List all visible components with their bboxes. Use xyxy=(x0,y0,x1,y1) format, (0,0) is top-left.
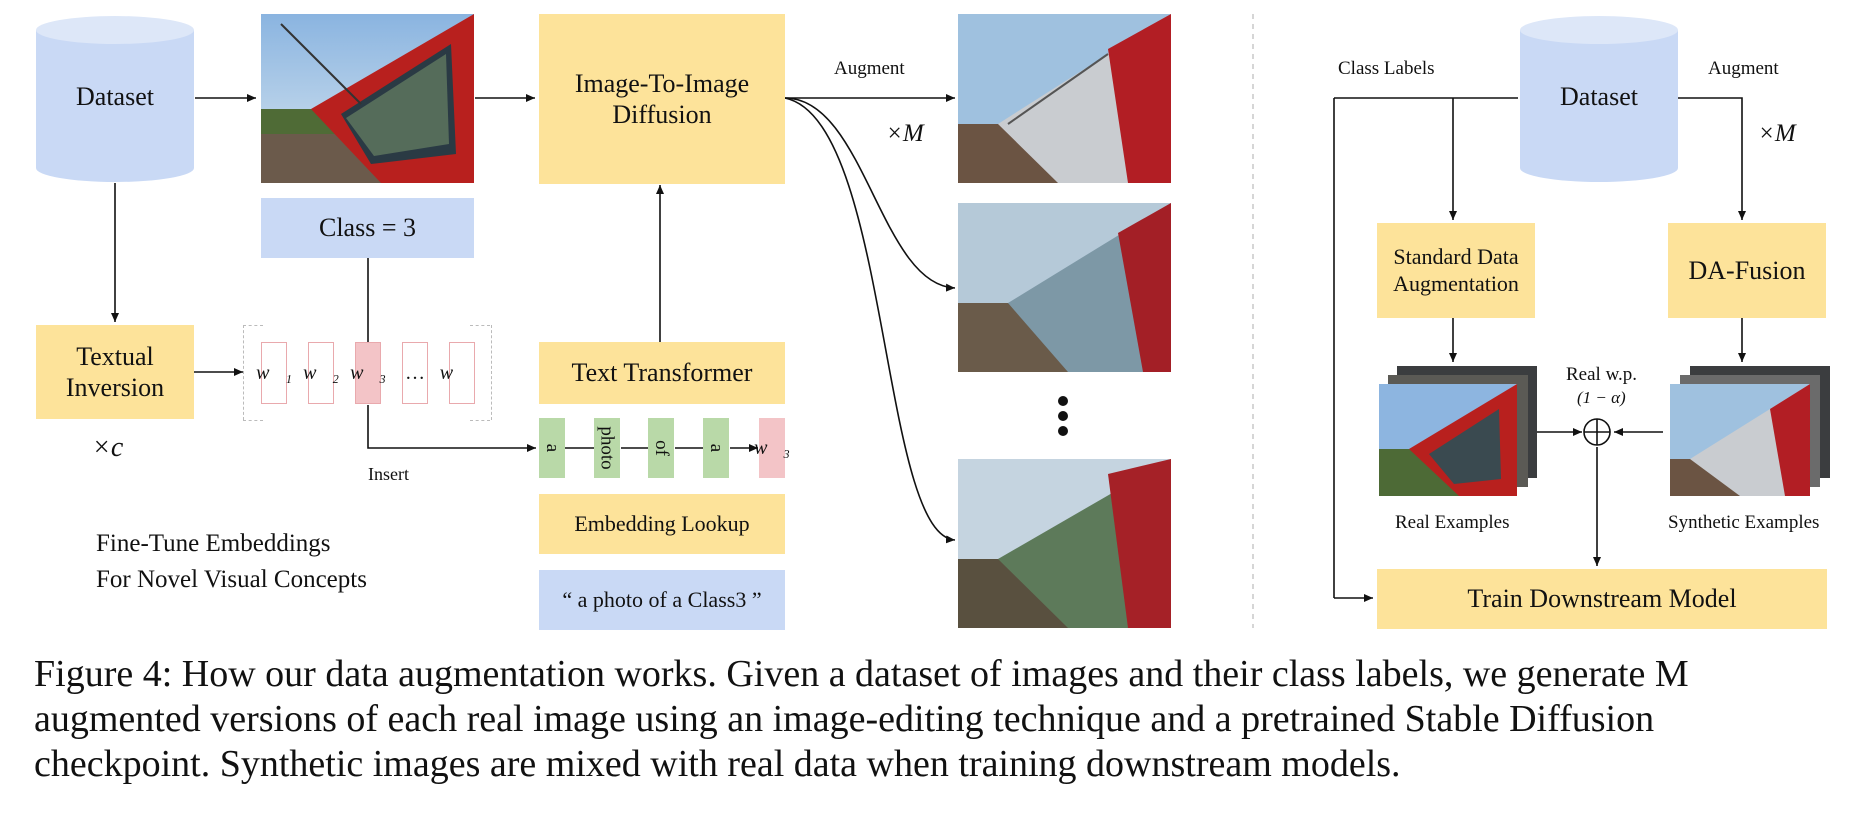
real-examples-label: Real Examples xyxy=(1395,512,1510,533)
textual-inversion-box: Textual Inversion xyxy=(36,325,194,419)
prompt-text-box: “ a photo of a Class3 ” xyxy=(539,570,785,630)
diffusion-box: Image-To-Image Diffusion xyxy=(539,14,785,184)
embedding-lookup-label: Embedding Lookup xyxy=(574,510,750,536)
train-downstream-label: Train Downstream Model xyxy=(1467,584,1737,614)
figure-label: Figure 4: xyxy=(34,653,173,695)
right-dataset-cylinder xyxy=(1520,14,1678,184)
synthetic-examples-photo xyxy=(1670,384,1810,496)
token-group-top-border xyxy=(243,325,263,326)
augmented-photo-1 xyxy=(958,14,1171,183)
embedding-lookup-box: Embedding Lookup xyxy=(539,494,785,554)
class-labels-label: Class Labels xyxy=(1338,58,1435,79)
dataset-cylinder xyxy=(36,14,194,184)
finetune-text-line2: For Novel Visual Concepts xyxy=(96,566,367,593)
finetune-text-line1: Fine-Tune Embeddings xyxy=(96,530,331,557)
prompt-token-photo: photo xyxy=(594,418,620,478)
right-dataset-label: Dataset xyxy=(1560,82,1638,111)
class-box: Class = 3 xyxy=(261,198,474,258)
prompt-text: “ a photo of a Class3 ” xyxy=(562,586,762,612)
token-w3: w⃗₃ xyxy=(350,342,386,404)
augmented-photo-2 xyxy=(958,203,1171,372)
prompt-token-w3: w⃗₃ xyxy=(754,418,790,478)
augment-label-right: Augment xyxy=(1708,58,1779,79)
figure-caption: Figure 4: How our data augmentation work… xyxy=(34,652,1834,787)
token-group-bottom-border xyxy=(243,420,263,421)
token-w2: w⃗₂ xyxy=(303,342,339,404)
prompt-token-of: of xyxy=(648,418,674,478)
token-group-bottom-border-right xyxy=(470,420,490,421)
diffusion-label: Image-To-Image Diffusion xyxy=(574,68,750,129)
real-wp-label: Real w.p. xyxy=(1566,364,1638,385)
insert-label: Insert xyxy=(368,464,409,484)
standard-augmentation-label: Standard Data Augmentation xyxy=(1393,244,1519,296)
token-group-top-border-right xyxy=(470,325,490,326)
input-train-photo xyxy=(261,14,474,183)
times-c-label: ×c xyxy=(92,432,124,463)
real-examples-photo xyxy=(1379,384,1517,496)
text-transformer-box: Text Transformer xyxy=(539,342,785,404)
token-ellipsis: … xyxy=(402,342,428,404)
dataset-label: Dataset xyxy=(76,82,154,111)
token-wc: w⃗꜀ xyxy=(440,342,484,404)
times-m-label-left: ×M xyxy=(886,120,924,147)
token-w1: w⃗₁ xyxy=(256,342,292,404)
times-m-label-right: ×M xyxy=(1758,120,1796,147)
prompt-token-a1: a xyxy=(539,418,565,478)
standard-augmentation-box: Standard Data Augmentation xyxy=(1377,223,1535,318)
alpha-label: (1 − α) xyxy=(1577,388,1626,407)
token-embedding-group xyxy=(243,325,492,420)
more-images-dots xyxy=(1058,396,1068,436)
train-downstream-box: Train Downstream Model xyxy=(1377,569,1827,629)
augmented-photo-3 xyxy=(958,459,1171,628)
da-fusion-label: DA-Fusion xyxy=(1688,255,1806,285)
da-fusion-box: DA-Fusion xyxy=(1668,223,1826,318)
textual-inversion-label: Textual Inversion xyxy=(65,341,165,402)
synthetic-examples-label: Synthetic Examples xyxy=(1668,512,1820,533)
prompt-token-a2: a xyxy=(703,418,729,478)
class-label: Class = 3 xyxy=(318,213,416,243)
text-transformer-label: Text Transformer xyxy=(571,358,753,388)
augment-label-left: Augment xyxy=(834,58,905,79)
caption-text: How our data augmentation works. Given a… xyxy=(34,653,1689,785)
